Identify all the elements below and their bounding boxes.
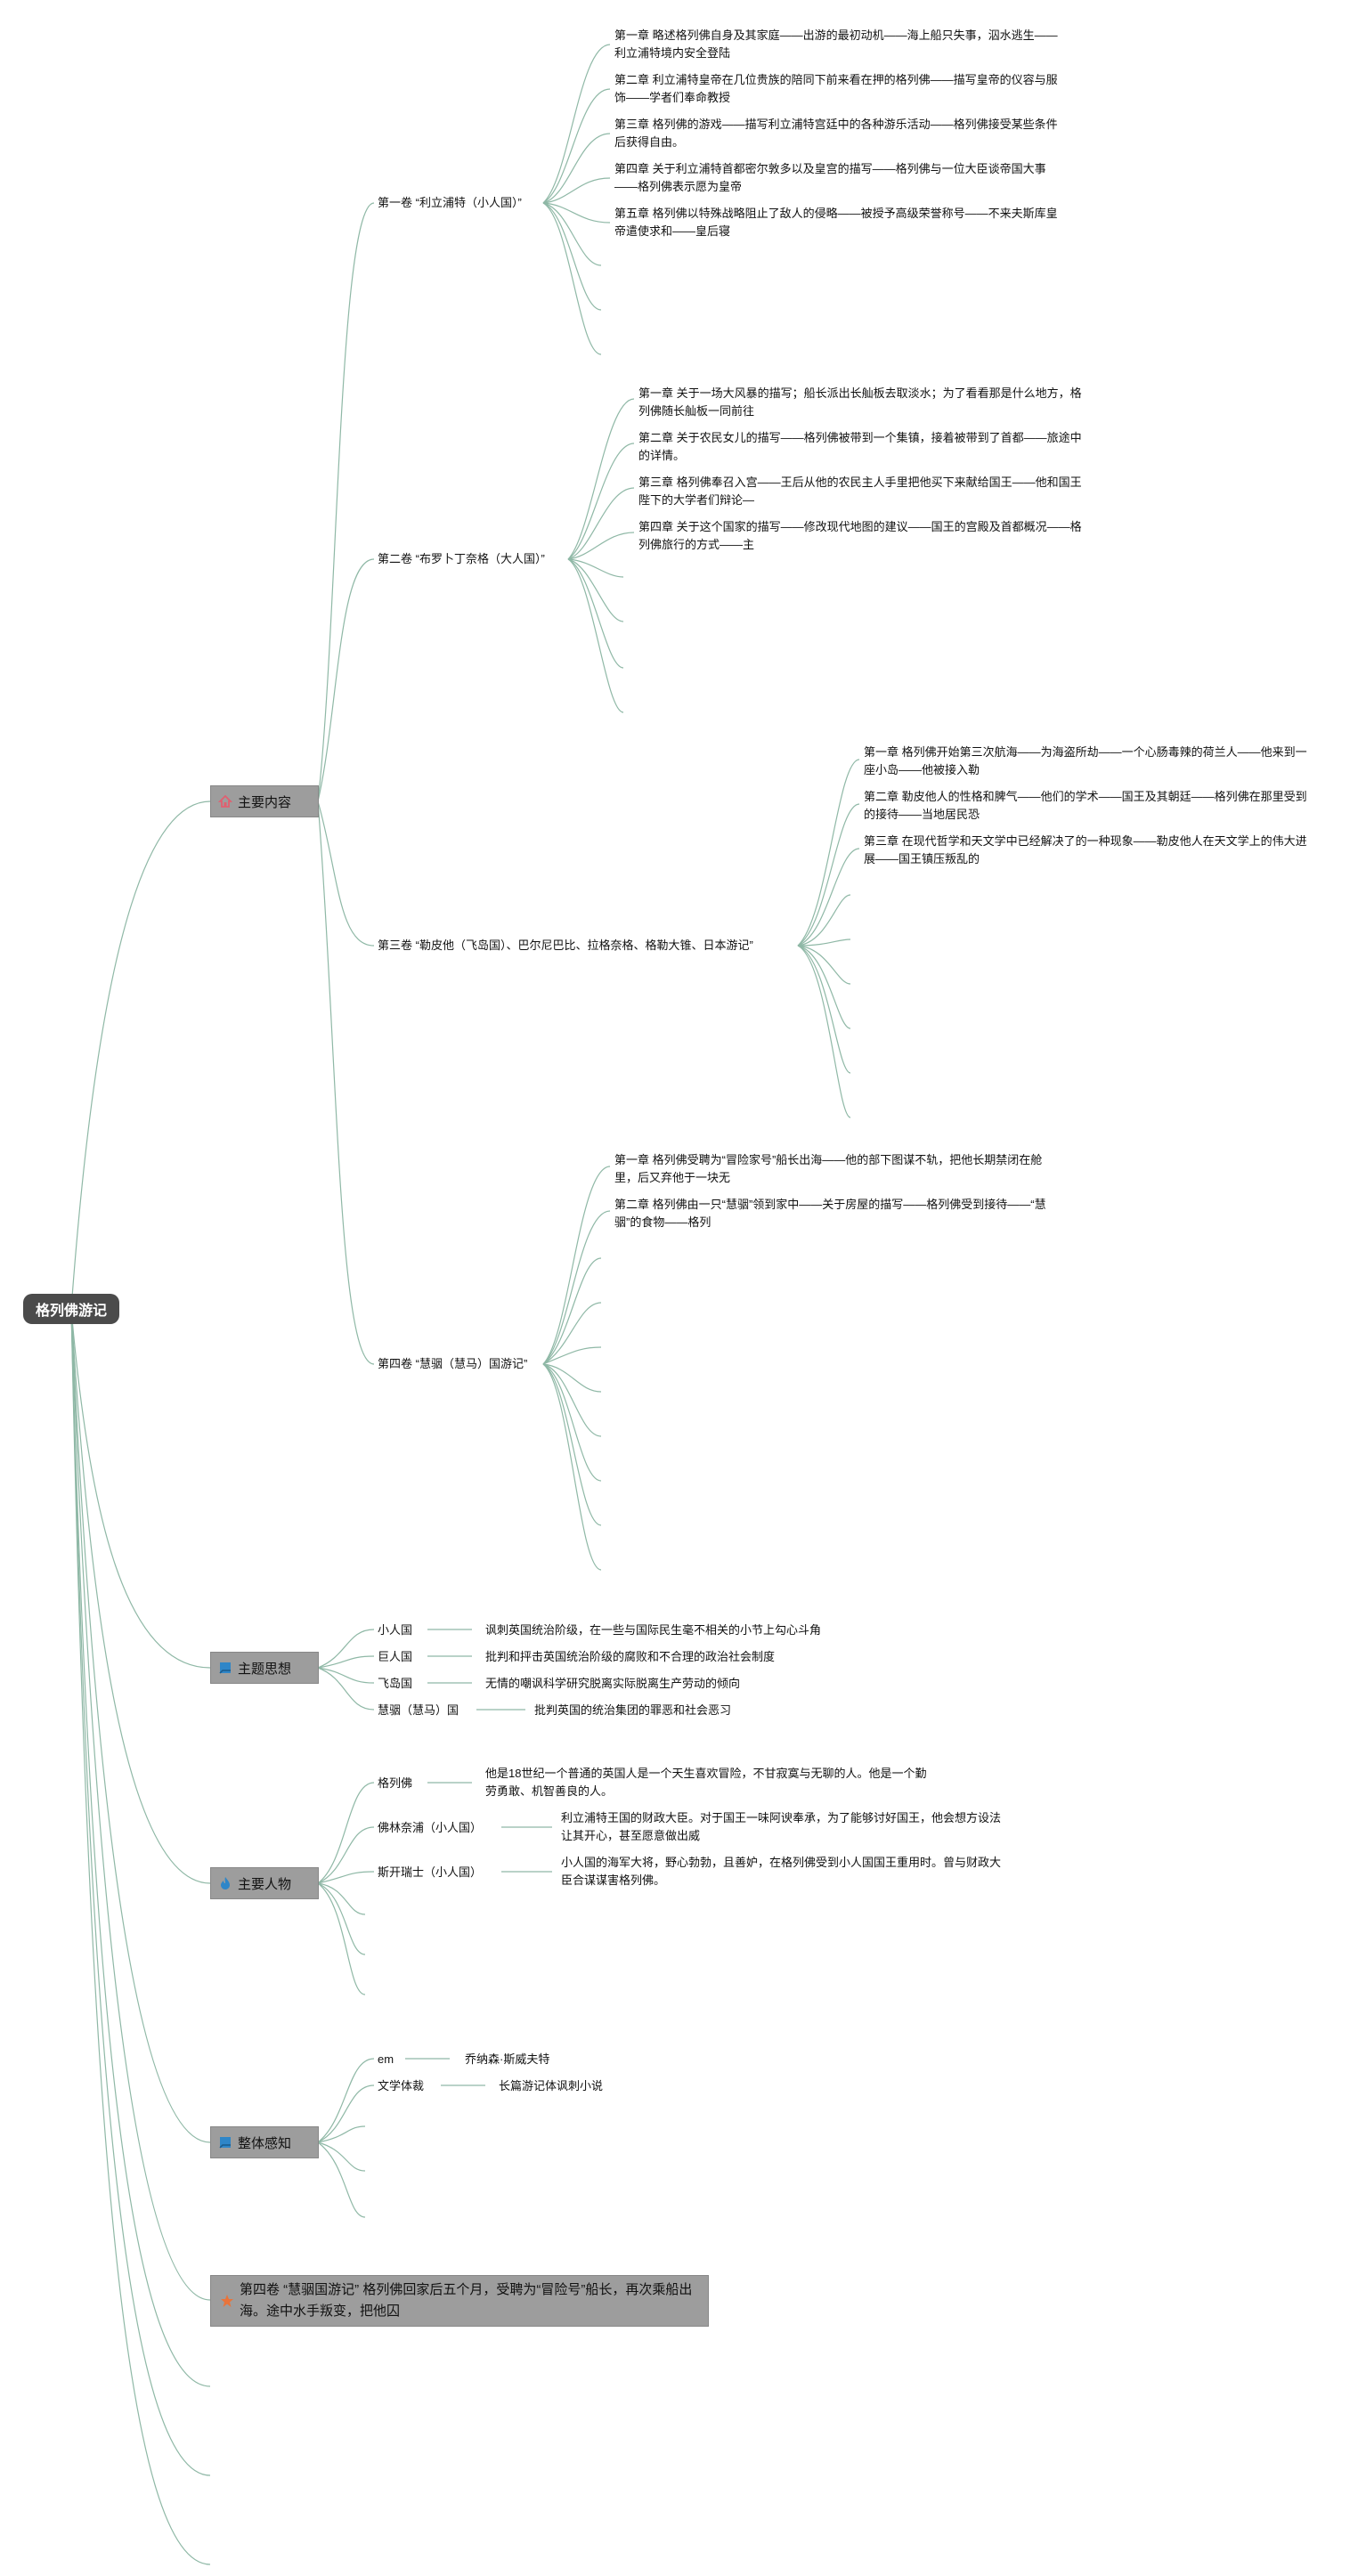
character-name[interactable]: 斯开瑞士（小人国） — [378, 1865, 483, 1879]
theme-key[interactable]: 慧骃（慧马）国 — [378, 1703, 459, 1717]
root-node[interactable]: 格列佛游记 — [23, 1294, 119, 1324]
node-theme[interactable]: 主题思想 — [210, 1652, 319, 1684]
chapter-item[interactable]: 第一章 关于一场大风暴的描写；船长派出长舢板去取淡水；为了看看那是什么地方，格列… — [638, 386, 1082, 418]
chapter-item[interactable]: 第一章 格列佛受聘为“冒险家号”船长出海——他的部下图谋不轨，把他长期禁闭在舱里… — [614, 1153, 1043, 1184]
chapter-item[interactable]: 第二章 利立浦特皇帝在几位贵族的陪同下前来看在押的格列佛——描写皇帝的仪容与服饰… — [614, 73, 1058, 104]
chapter-item[interactable]: 第一章 略述格列佛自身及其家庭——出游的最初动机——海上船只失事，泅水逃生——利… — [614, 28, 1058, 60]
node-main-content[interactable]: 主要内容 — [210, 785, 319, 817]
node-characters-label: 主要人物 — [238, 1876, 292, 1892]
node-summary[interactable]: 第四卷 “慧骃国游记” 格列佛回家后五个月，受聘为“冒险号”船长，再次乘船出海。… — [210, 2275, 709, 2327]
home-icon — [218, 794, 232, 808]
theme-key[interactable]: 飞岛国 — [378, 1677, 413, 1690]
theme-value[interactable]: 无情的嘲讽科学研究脱离实际脱离生产劳动的倾向 — [485, 1677, 741, 1690]
chapter-item[interactable]: 第二章 关于农民女儿的描写——格列佛被带到一个集镇，接着被带到了首都——旅途中的… — [638, 431, 1082, 462]
theme-value[interactable]: 讽刺英国统治阶级，在一些与国际民生毫不相关的小节上勾心斗角 — [485, 1623, 822, 1637]
node-theme-label: 主题思想 — [238, 1661, 292, 1677]
star-icon — [221, 2295, 233, 2307]
theme-key[interactable]: 巨人国 — [378, 1650, 413, 1663]
chapter-item[interactable]: 第四章 关于利立浦特首都密尔敦多以及皇宫的描写——格列佛与一位大臣谈帝国大事——… — [614, 162, 1046, 193]
overall-value[interactable]: 乔纳森·斯威夫特 — [465, 2052, 550, 2066]
node-main-content-label: 主要内容 — [238, 794, 292, 810]
fire-icon — [221, 1877, 230, 1889]
overall-value[interactable]: 长篇游记体讽刺小说 — [499, 2079, 604, 2092]
theme-value[interactable]: 批判英国的统治集团的罪恶和社会恶习 — [534, 1703, 732, 1717]
character-desc[interactable]: 他是18世纪一个普通的英国人是一个天生喜欢冒险，不甘寂寞与无聊的人。他是一个勤劳… — [485, 1767, 927, 1798]
volume-4-label[interactable]: 第四卷 “慧骃（慧马）国游记” — [378, 1357, 528, 1370]
chapter-item[interactable]: 第一章 格列佛开始第三次航海——为海盗所劫——一个心肠毒辣的荷兰人——他来到一座… — [864, 745, 1307, 776]
volume-3-label[interactable]: 第三卷 “勒皮他（飞岛国）、巴尔尼巴比、拉格奈格、格勒大锥、日本游记” — [378, 939, 753, 952]
theme-value[interactable]: 批判和抨击英国统治阶级的腐败和不合理的政治社会制度 — [485, 1650, 776, 1663]
volume-1-label[interactable]: 第一卷 “利立浦特（小人国）” — [378, 196, 522, 209]
chapter-item[interactable]: 第二章 格列佛由一只“慧骃”领到家中——关于房屋的描写——格列佛受到接待——“慧… — [614, 1198, 1046, 1229]
flag-icon — [219, 1662, 231, 1674]
character-desc[interactable]: 利立浦特王国的财政大臣。对于国王一味阿谀奉承，为了能够讨好国王，他会想方设法让其… — [561, 1811, 1002, 1842]
overall-key[interactable]: 文学体裁 — [378, 2079, 425, 2092]
theme-key[interactable]: 小人国 — [378, 1623, 413, 1637]
volume-2-label[interactable]: 第二卷 “布罗卜丁奈格（大人国）” — [378, 552, 545, 565]
character-name[interactable]: 佛林奈浦（小人国） — [378, 1821, 483, 1834]
character-desc[interactable]: 小人国的海军大将，野心勃勃，且善妒，在格列佛受到小人国国王重用时。曾与财政大臣合… — [561, 1856, 1002, 1887]
chapter-item[interactable]: 第三章 格列佛奉召入宫——王后从他的农民主人手里把他买下来献给国王——他和国王陛… — [638, 475, 1082, 507]
summary-text: 第四卷 “慧骃国游记” 格列佛回家后五个月，受聘为“冒险号”船长，再次乘船出海。… — [240, 2282, 693, 2319]
node-characters[interactable]: 主要人物 — [210, 1867, 319, 1899]
chapter-item[interactable]: 第四章 关于这个国家的描写——修改现代地图的建议——国王的宫殿及首都概况——格列… — [638, 520, 1082, 551]
chapter-item[interactable]: 第五章 格列佛以特殊战略阻止了敌人的侵略——被授予高级荣誉称号——不来夫斯库皇帝… — [614, 207, 1058, 238]
chapter-item[interactable]: 第二章 勒皮他人的性格和脾气——他们的学术——国王及其朝廷——格列佛在那里受到的… — [864, 790, 1307, 821]
chapter-item[interactable]: 第三章 在现代哲学和天文学中已经解决了的一种现象——勒皮他人在天文学上的伟大进展… — [864, 834, 1307, 865]
node-overall-label: 整体感知 — [238, 2135, 292, 2151]
flag-icon — [219, 2137, 231, 2149]
character-name[interactable]: 格列佛 — [378, 1776, 413, 1790]
overall-key[interactable]: em — [378, 2052, 394, 2066]
chapter-item[interactable]: 第三章 格列佛的游戏——描写利立浦特宫廷中的各种游乐活动——格列佛接受某些条件后… — [614, 118, 1058, 149]
node-overall[interactable]: 整体感知 — [210, 2126, 319, 2158]
